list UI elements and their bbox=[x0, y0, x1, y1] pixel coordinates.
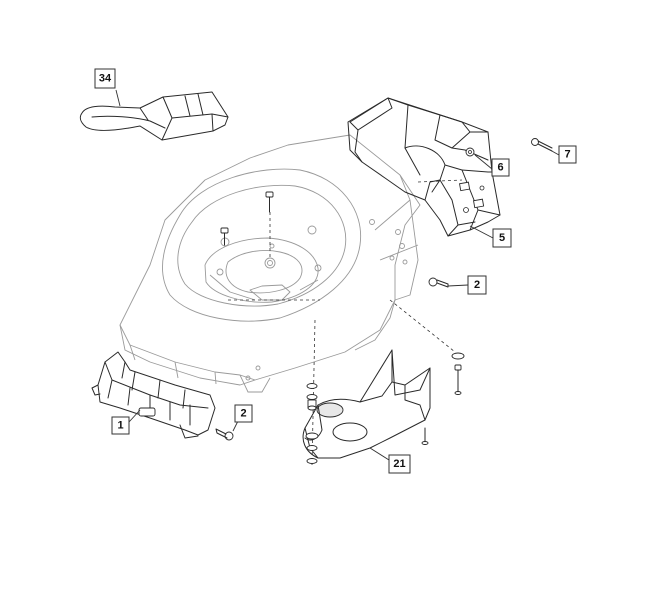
pin-part-6[interactable] bbox=[465, 147, 475, 157]
long-bolt[interactable] bbox=[451, 352, 465, 395]
screw-part-2-upper[interactable] bbox=[428, 277, 449, 288]
callout-2-lower: 2 bbox=[234, 404, 253, 423]
deflector-part-34[interactable] bbox=[79, 91, 229, 141]
callout-7: 7 bbox=[558, 145, 577, 164]
callout-label: 6 bbox=[497, 162, 503, 174]
screw-part-2-lower[interactable] bbox=[215, 428, 234, 441]
screw-part-7[interactable] bbox=[531, 138, 553, 152]
rear-guard-part-5[interactable] bbox=[347, 97, 501, 237]
washer-stack[interactable] bbox=[306, 383, 318, 464]
small-pin[interactable] bbox=[421, 427, 429, 445]
callout-21: 21 bbox=[388, 454, 411, 474]
callout-1: 1 bbox=[111, 416, 130, 435]
callout-34: 34 bbox=[94, 68, 116, 89]
callout-6: 6 bbox=[491, 158, 510, 177]
callout-label: 34 bbox=[99, 73, 112, 85]
front-bracket-part-1[interactable] bbox=[91, 351, 216, 439]
callout-5: 5 bbox=[492, 228, 512, 248]
callout-label: 1 bbox=[117, 420, 123, 432]
mower-deck-part[interactable] bbox=[119, 134, 421, 393]
callout-label: 2 bbox=[474, 279, 480, 291]
callout-label: 5 bbox=[499, 232, 505, 244]
mulch-cover-part-21[interactable] bbox=[302, 349, 431, 459]
callout-label: 2 bbox=[240, 408, 246, 420]
assembly-guide-lines bbox=[228, 179, 463, 466]
deck-bolts[interactable] bbox=[220, 191, 274, 246]
callout-label: 21 bbox=[393, 458, 405, 470]
callout-label: 7 bbox=[564, 149, 570, 161]
callout-2-upper: 2 bbox=[467, 275, 487, 295]
